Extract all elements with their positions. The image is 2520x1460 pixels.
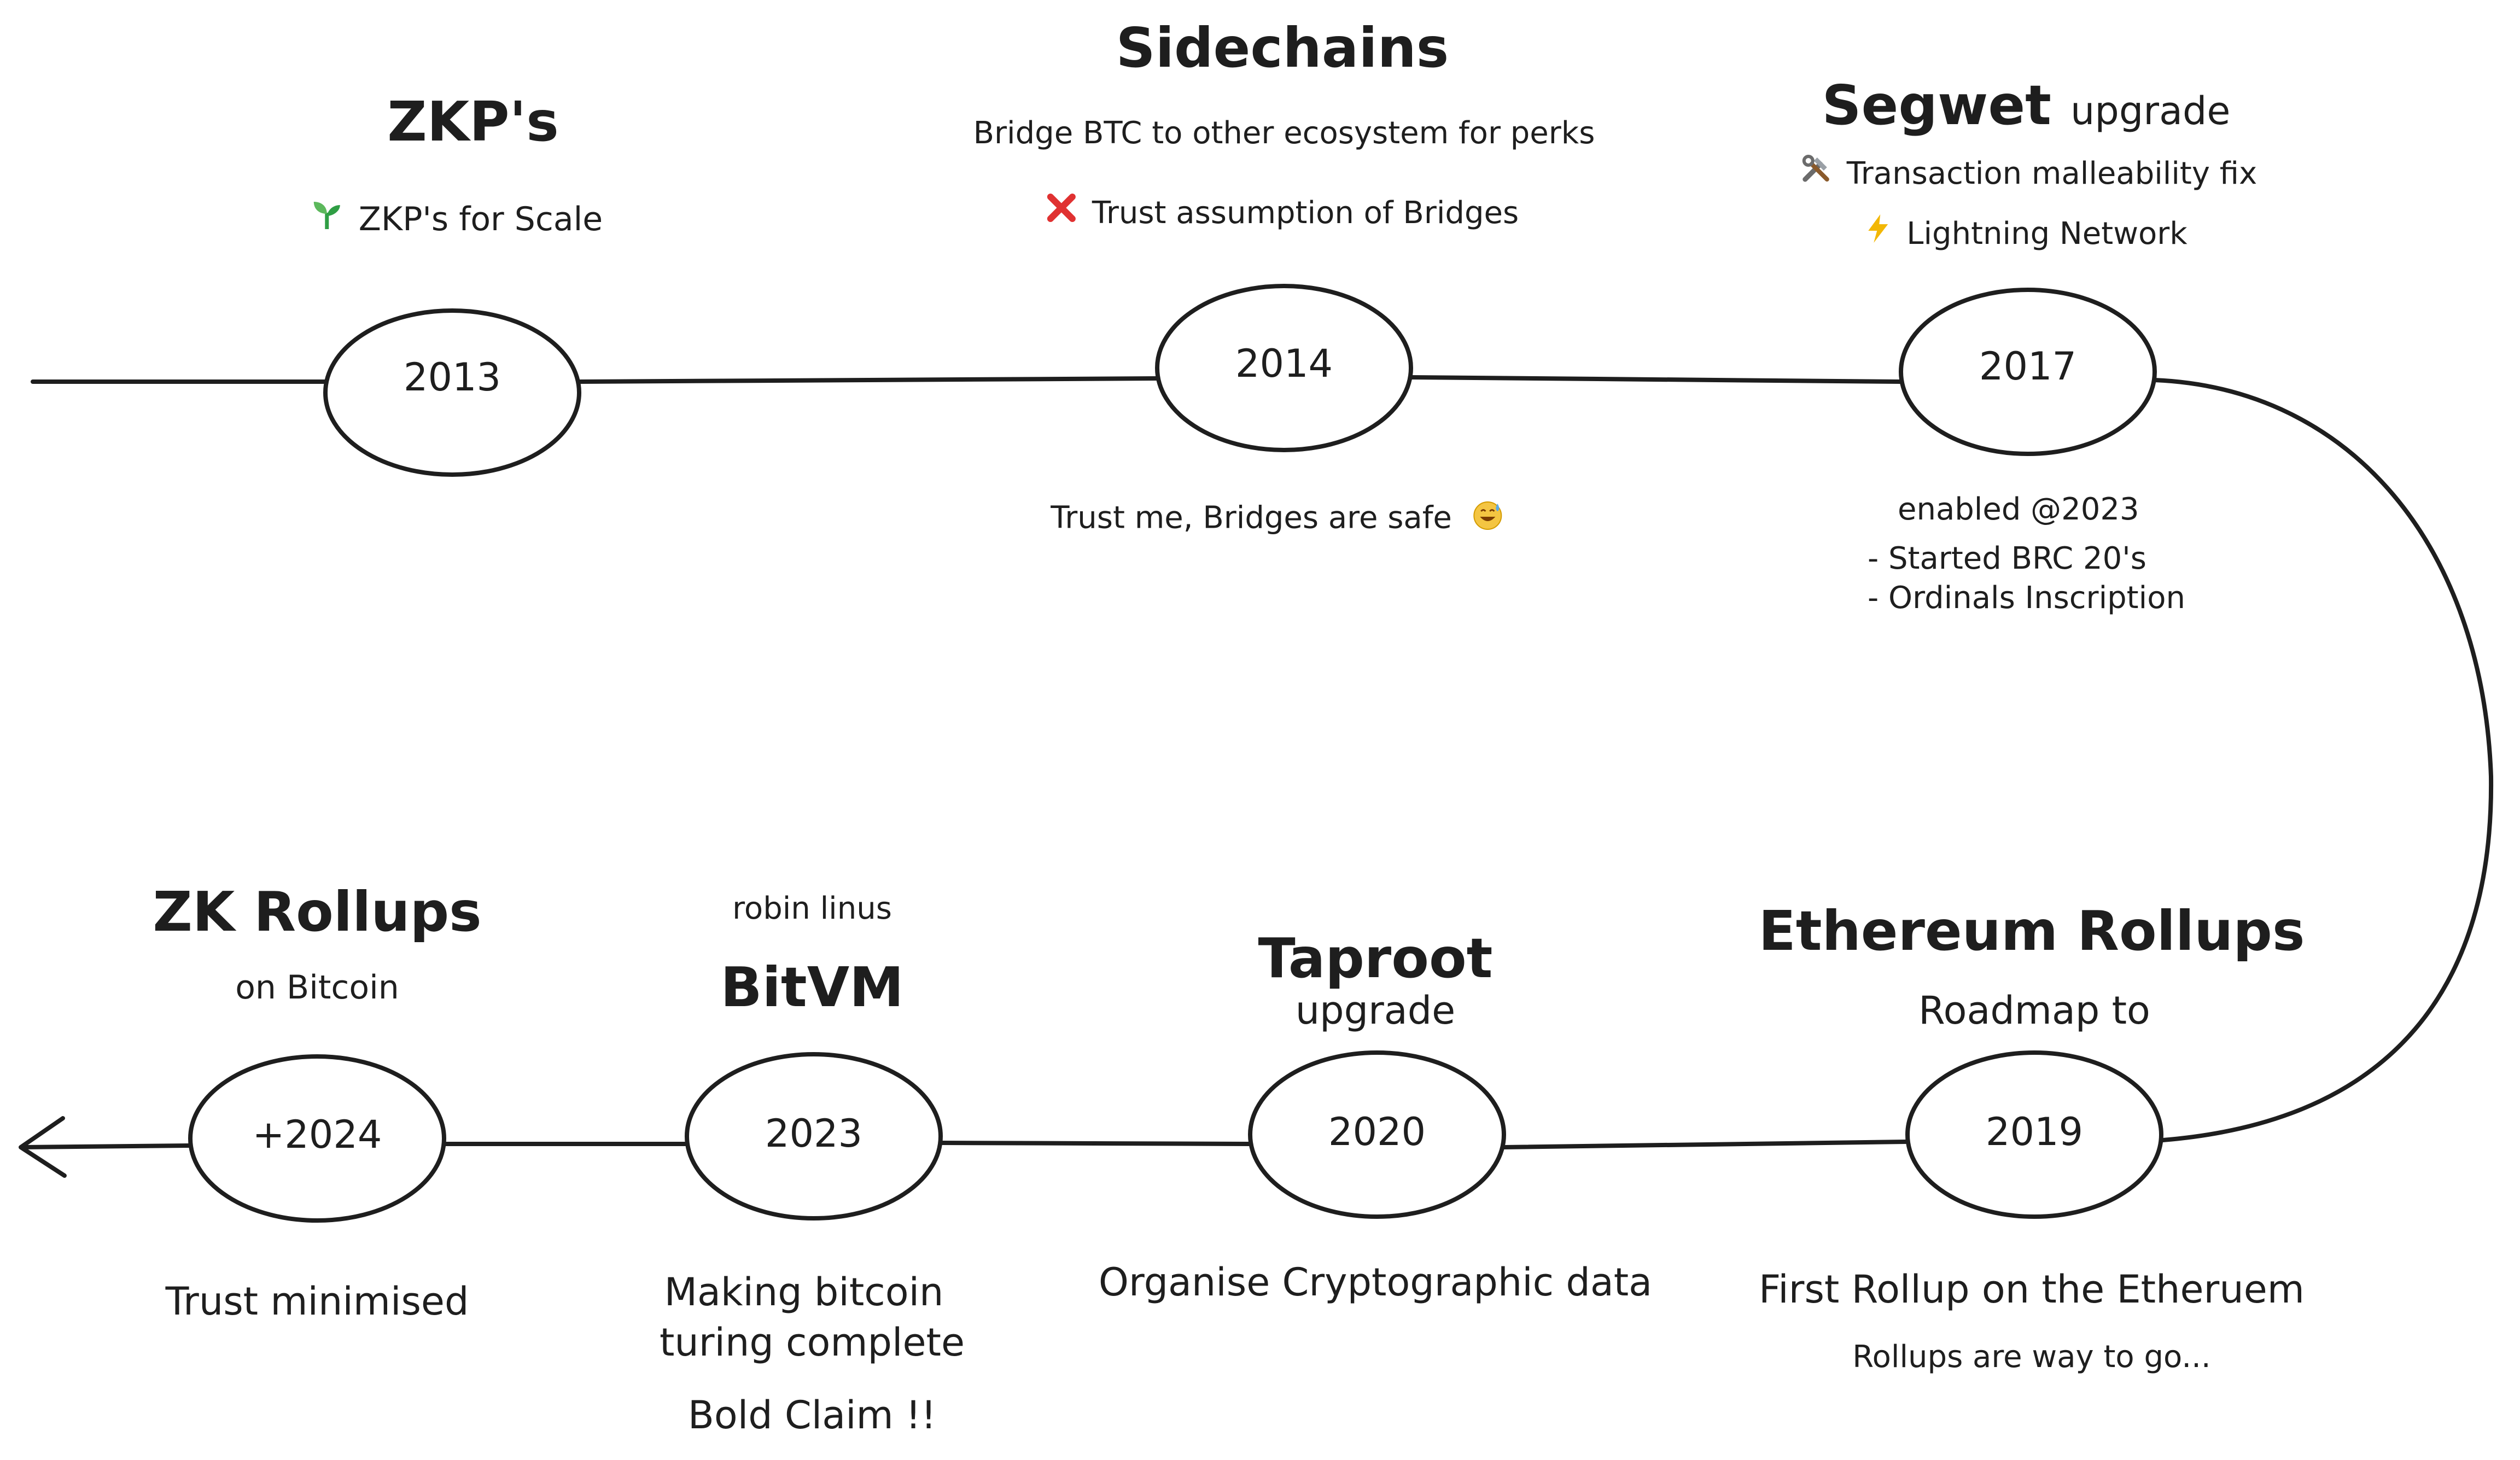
bitvm-title: BitVM xyxy=(720,955,904,1019)
eth-rollups-subtitle: Roadmap to xyxy=(1918,988,2150,1033)
node-2013-ellipse xyxy=(323,308,581,477)
zk-rollups-below: Trust minimised xyxy=(165,1279,469,1324)
bitvm-below-3: Bold Claim !! xyxy=(687,1393,937,1438)
sidechains-point: Trust assumption of Bridges xyxy=(1046,192,1519,231)
seedling-icon xyxy=(311,200,343,238)
segwit-title-suffix: upgrade xyxy=(2070,89,2231,133)
segwit-below-2: - Started BRC 20's xyxy=(1868,541,2146,576)
zkps-title: ZKP's xyxy=(387,90,559,154)
segwit-title: Segwet xyxy=(1822,73,2051,137)
sidechains-below: Trust me, Bridges are safe xyxy=(1051,500,1503,539)
taproot-title: Taproot xyxy=(1258,926,1493,990)
lightning-icon xyxy=(1865,213,1891,252)
node-2019-year: 2019 xyxy=(1985,1109,2084,1154)
eth-rollups-below-2: Rollups are way to go... xyxy=(1852,1339,2211,1375)
segwit-point-2: Lightning Network xyxy=(1865,213,2188,252)
node-2014-ellipse xyxy=(1155,284,1413,452)
taproot-subtitle: upgrade xyxy=(1295,988,1456,1033)
bitvm-below-1: Making bitcoin xyxy=(664,1270,944,1315)
zkps-point: ZKP's for Scale xyxy=(311,200,603,238)
timeline-curve xyxy=(2152,378,2494,1142)
tools-icon xyxy=(1801,153,1831,191)
segwit-point-1: Transaction malleability fix xyxy=(1801,153,2257,191)
timeline-line-top xyxy=(31,375,1903,384)
sidechains-subtitle: Bridge BTC to other ecosystem for perks xyxy=(973,115,1595,151)
segwit-below-3: - Ordinals Inscription xyxy=(1868,580,2185,616)
node-2020-ellipse xyxy=(1248,1050,1506,1219)
bitvm-pretitle: robin linus xyxy=(732,891,892,926)
node-2020-year: 2020 xyxy=(1328,1109,1426,1154)
bitvm-below-2: turing complete xyxy=(659,1320,965,1365)
node-2017-ellipse xyxy=(1899,288,2157,456)
eth-rollups-title: Ethereum Rollups xyxy=(1758,899,2305,963)
node-2024-year: +2024 xyxy=(252,1112,382,1157)
cross-mark-icon xyxy=(1046,192,1077,231)
node-2024-ellipse xyxy=(188,1054,446,1223)
sweat-smile-emoji-icon xyxy=(1473,500,1503,539)
node-2023-year: 2023 xyxy=(765,1111,863,1156)
eth-rollups-below-1: First Rollup on the Etheruem xyxy=(1759,1267,2305,1312)
node-2023-ellipse xyxy=(685,1052,943,1220)
sidechains-title: Sidechains xyxy=(1116,16,1449,80)
zk-rollups-subtitle: on Bitcoin xyxy=(235,968,399,1007)
node-2013-year: 2013 xyxy=(403,355,501,400)
node-2014-year: 2014 xyxy=(1235,341,1333,386)
zk-rollups-title: ZK Rollups xyxy=(153,880,482,944)
taproot-below: Organise Cryptographic data xyxy=(1098,1260,1653,1305)
node-2019-ellipse xyxy=(1905,1050,2163,1219)
segwit-below-1: enabled @2023 xyxy=(1898,492,2139,527)
segwit-heading: Segwet upgrade xyxy=(1822,74,2231,137)
timeline-line-bottom xyxy=(20,1140,1908,1149)
node-2017-year: 2017 xyxy=(1979,344,2077,389)
timeline-arrowhead xyxy=(19,1116,67,1178)
